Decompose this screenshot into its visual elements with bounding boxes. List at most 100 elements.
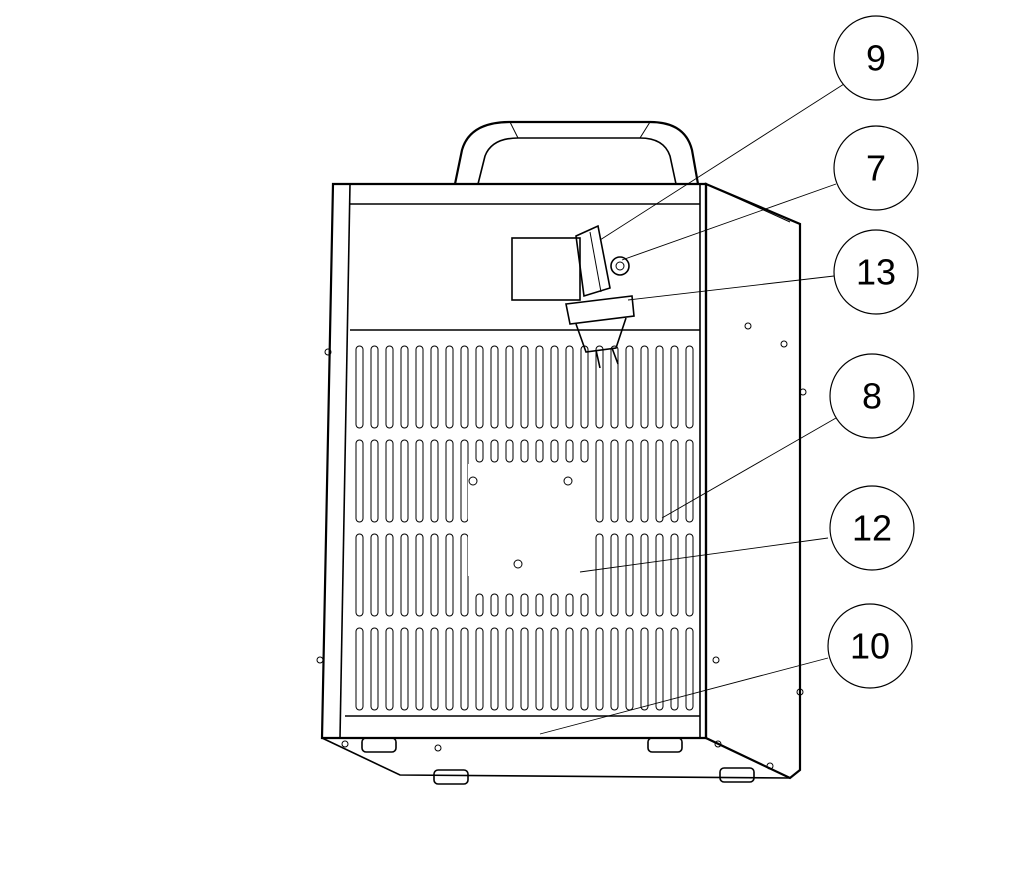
grille-slot — [505, 439, 514, 463]
grille-slot — [655, 533, 664, 617]
callout-label: 12 — [852, 508, 892, 549]
grille-slot — [415, 439, 424, 523]
grille-slot — [445, 345, 454, 429]
grille-slot — [475, 439, 484, 463]
grille-slot — [565, 593, 574, 617]
grille-slot — [490, 345, 499, 429]
grille-slot — [535, 627, 544, 711]
grille-slot — [610, 439, 619, 523]
grille-slot — [610, 345, 619, 429]
grille-slot — [655, 439, 664, 523]
grille-slot — [460, 345, 469, 429]
callout-7: 7 — [833, 125, 919, 211]
grille-slot — [460, 627, 469, 711]
grille-slot — [535, 345, 544, 429]
grille-slot — [370, 627, 379, 711]
grille-slot — [445, 439, 454, 523]
grille-slot — [430, 533, 439, 617]
grille-slot — [565, 627, 574, 711]
grille-slot — [505, 345, 514, 429]
grille-slot — [370, 533, 379, 617]
callout-10: 10 — [827, 603, 913, 689]
power-plug — [565, 295, 635, 369]
grille-slot — [400, 345, 409, 429]
callout-12: 12 — [829, 485, 915, 571]
callout-13: 13 — [833, 229, 919, 315]
carry-handle — [453, 120, 700, 185]
grille-slot — [535, 439, 544, 463]
grille-slot — [385, 345, 394, 429]
grille-slot — [430, 439, 439, 523]
callout-8: 8 — [829, 353, 915, 439]
grille-slot — [655, 345, 664, 429]
grille-slot — [625, 345, 634, 429]
grille-slot — [370, 345, 379, 429]
grille-slot — [550, 627, 559, 711]
grille-slot — [595, 627, 604, 711]
grille-slot — [355, 627, 364, 711]
housing-side-panel — [704, 182, 807, 780]
grille-slot — [385, 533, 394, 617]
fan-hub-plate — [468, 464, 580, 576]
grille-slot — [370, 439, 379, 523]
grille-slot — [550, 593, 559, 617]
grille-slot — [685, 439, 694, 523]
grille-slot — [640, 627, 649, 711]
grille-slot — [400, 533, 409, 617]
grille-slot — [415, 627, 424, 711]
control-box — [511, 237, 581, 301]
grille-slot — [685, 627, 694, 711]
grille-slot — [430, 627, 439, 711]
grille-slot — [520, 439, 529, 463]
grille-slot — [445, 627, 454, 711]
grille-slot — [475, 345, 484, 429]
grille-slot — [625, 439, 634, 523]
thermostat-knob — [575, 224, 611, 298]
callout-label: 10 — [850, 626, 890, 667]
grille-slot — [640, 345, 649, 429]
grille-slot — [385, 439, 394, 523]
grille-slot — [460, 439, 469, 523]
grille-slot — [535, 593, 544, 617]
grille-slot — [400, 439, 409, 523]
grille-slot — [640, 439, 649, 523]
callout-label: 9 — [866, 38, 886, 79]
grille-slot — [400, 627, 409, 711]
grille-slot — [595, 345, 604, 429]
grille-slot — [640, 533, 649, 617]
grille-slot — [520, 345, 529, 429]
grille-slot — [610, 627, 619, 711]
indicator-light — [610, 256, 630, 276]
callout-label: 13 — [856, 252, 896, 293]
callout-label: 8 — [862, 376, 882, 417]
grille-slot — [520, 593, 529, 617]
base-with-feet — [321, 737, 791, 785]
grille-slot — [580, 345, 589, 429]
protective-grille — [355, 345, 694, 711]
grille-slot — [595, 533, 604, 617]
grille-slot — [490, 593, 499, 617]
grille-slot — [505, 627, 514, 711]
grille-slot — [610, 533, 619, 617]
grille-slot — [625, 533, 634, 617]
grille-slot — [430, 345, 439, 429]
grille-slot — [670, 533, 679, 617]
grille-slot — [355, 439, 364, 523]
grille-slot — [415, 533, 424, 617]
grille-slot — [685, 345, 694, 429]
grille-slot — [685, 533, 694, 617]
callout-label: 7 — [866, 148, 886, 189]
grille-slot — [445, 533, 454, 617]
grille-slot — [505, 593, 514, 617]
grille-slot — [520, 627, 529, 711]
grille-slot — [415, 345, 424, 429]
grille-slot — [670, 345, 679, 429]
grille-slot — [355, 533, 364, 617]
grille-slot — [550, 345, 559, 429]
grille-slot — [595, 439, 604, 523]
grille-slot — [670, 627, 679, 711]
grille-slot — [580, 593, 589, 617]
leader-lines — [539, 83, 845, 735]
grille-slot — [565, 439, 574, 463]
